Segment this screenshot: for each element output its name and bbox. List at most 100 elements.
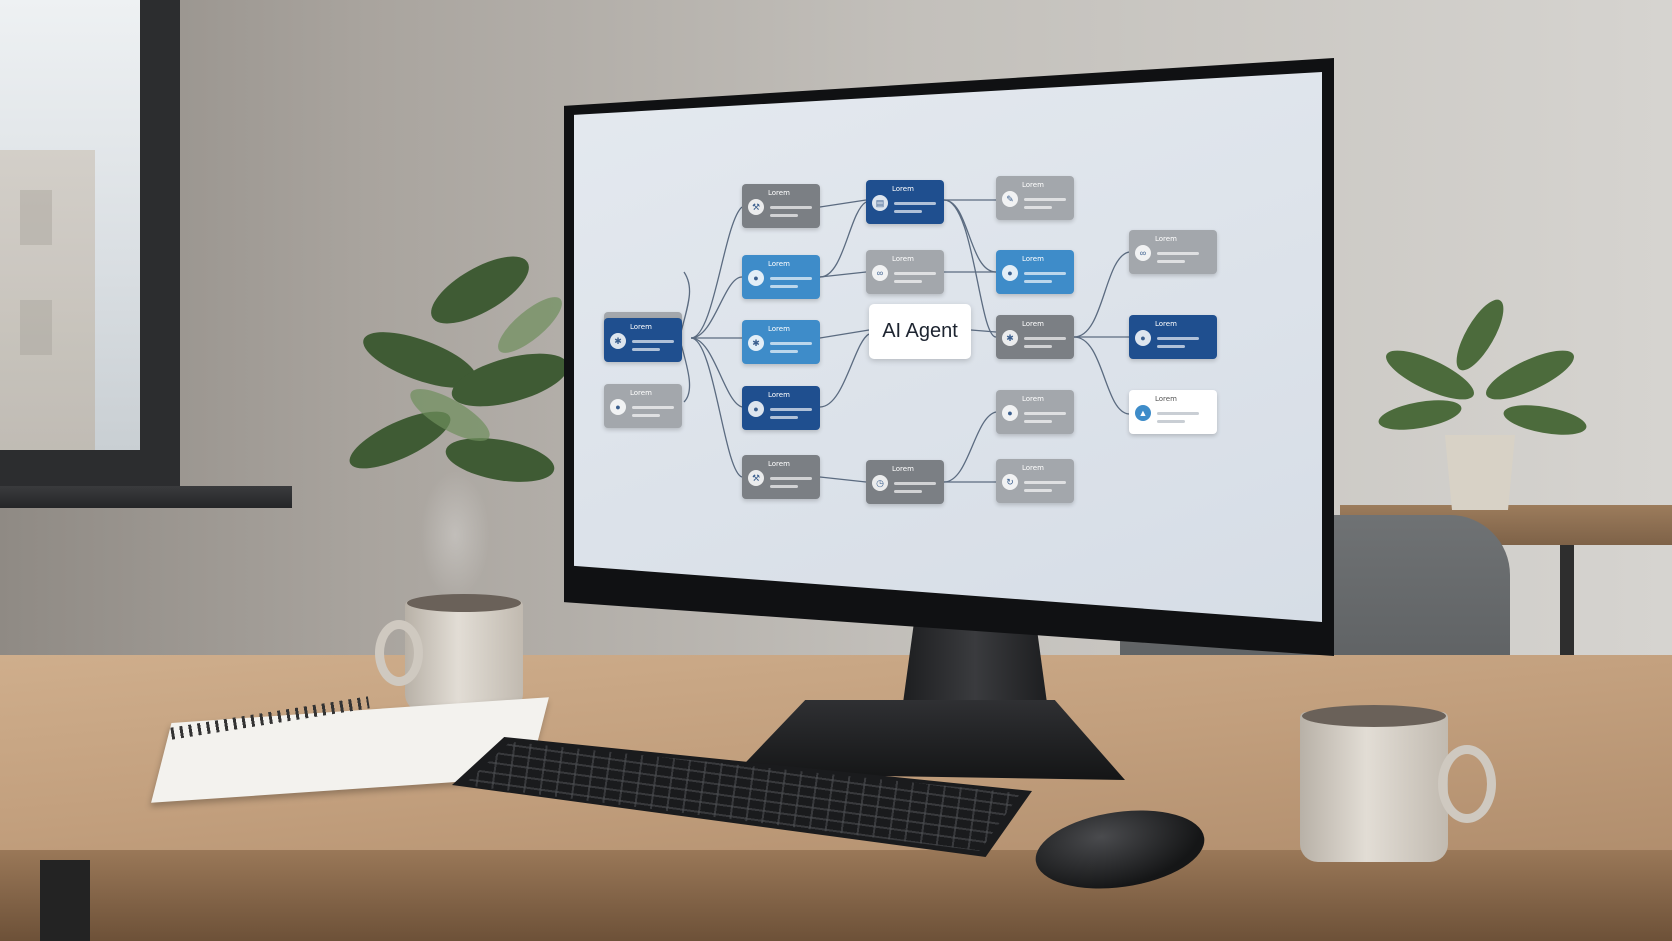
node-text-line <box>1024 345 1052 348</box>
coffee-mug-right <box>1300 712 1448 862</box>
workflow-node[interactable]: ✱ Lorem <box>604 318 682 362</box>
gear-icon: ✱ <box>748 335 764 351</box>
node-text-line <box>1157 412 1199 415</box>
mug-handle <box>375 620 423 686</box>
node-title: Lorem <box>1022 255 1044 263</box>
node-text-line <box>1157 260 1185 263</box>
user-icon: ● <box>1002 265 1018 281</box>
node-text-line <box>632 340 674 343</box>
steam <box>420 470 490 600</box>
plant-left <box>349 256 569 482</box>
monitor-screen: ● Lorem ✱ Lorem ● Lorem ⚒ Lorem ● Lorem <box>574 72 1322 622</box>
node-text-line <box>632 406 674 409</box>
workflow-node[interactable]: ⚒ Lorem <box>742 455 820 499</box>
tool-icon: ⚒ <box>748 470 764 486</box>
node-text-line <box>1024 412 1066 415</box>
link-icon: ∞ <box>1135 245 1151 261</box>
desk-leg <box>40 860 90 941</box>
node-text-line <box>770 416 798 419</box>
node-text-line <box>1024 489 1052 492</box>
node-text-line <box>1024 337 1066 340</box>
user-icon: ● <box>610 399 626 415</box>
node-text-line <box>632 414 660 417</box>
node-text-line <box>1157 252 1199 255</box>
workflow-node[interactable]: ● Lorem <box>742 255 820 299</box>
node-text-line <box>1024 198 1066 201</box>
node-title: Lorem <box>768 460 790 468</box>
mug-rim <box>407 594 521 612</box>
node-text-line <box>770 408 812 411</box>
doc-icon: ▤ <box>872 195 888 211</box>
gear-icon: ✱ <box>610 333 626 349</box>
node-text-line <box>1024 280 1052 283</box>
gear-icon: ✱ <box>1002 330 1018 346</box>
node-text-line <box>770 285 798 288</box>
node-text-line <box>894 280 922 283</box>
node-text-line <box>770 485 798 488</box>
building-window <box>20 300 52 355</box>
node-text-line <box>770 342 812 345</box>
workflow-node[interactable]: ✱ Lorem <box>742 320 820 364</box>
workflow-node[interactable]: ◷ Lorem <box>866 460 944 504</box>
workflow-node[interactable]: ▤ Lorem <box>866 180 944 224</box>
flow-connectors <box>680 199 1130 483</box>
node-text-line <box>894 272 936 275</box>
plant-right <box>1378 299 1587 510</box>
workflow-node[interactable]: ⚒ Lorem <box>742 184 820 228</box>
node-title: Lorem <box>892 185 914 193</box>
refresh-icon: ↻ <box>1002 474 1018 490</box>
workflow-node[interactable]: ● Lorem <box>742 386 820 430</box>
building-window <box>20 190 52 245</box>
workflow-node[interactable]: ↻ Lorem <box>996 459 1074 503</box>
node-text-line <box>770 206 812 209</box>
user-icon: ● <box>1002 405 1018 421</box>
user-icon: ● <box>1135 330 1151 346</box>
node-text-line <box>1024 206 1052 209</box>
link-icon: ∞ <box>872 265 888 281</box>
workflow-node[interactable]: ✱ Lorem <box>996 315 1074 359</box>
node-title: Lorem <box>630 323 652 331</box>
user-icon: ● <box>748 401 764 417</box>
coffee-mug-left <box>405 600 523 712</box>
window <box>0 0 180 490</box>
window-sill <box>0 486 292 508</box>
ai-agent-node[interactable]: AI Agent <box>869 304 971 359</box>
node-text-line <box>1024 420 1052 423</box>
node-text-line <box>632 348 660 351</box>
node-title: Lorem <box>1155 395 1177 403</box>
edit-icon: ✎ <box>1002 191 1018 207</box>
workflow-node[interactable]: ● Lorem <box>604 384 682 428</box>
node-text-line <box>1024 272 1066 275</box>
user-icon: ● <box>748 270 764 286</box>
node-text-line <box>894 210 922 213</box>
workflow-node[interactable]: ● Lorem <box>996 390 1074 434</box>
outside-building <box>0 150 95 450</box>
node-text-line <box>894 482 936 485</box>
desk-edge <box>0 850 1672 941</box>
workflow-node[interactable]: ● Lorem <box>996 250 1074 294</box>
node-text-line <box>770 350 798 353</box>
node-title: Lorem <box>892 465 914 473</box>
node-title: Lorem <box>1155 235 1177 243</box>
clock-icon: ◷ <box>872 475 888 491</box>
node-title: Lorem <box>768 189 790 197</box>
node-title: Lorem <box>1022 464 1044 472</box>
node-text-line <box>770 277 812 280</box>
workflow-node[interactable]: ▲ Lorem <box>1129 390 1217 434</box>
node-title: Lorem <box>1022 181 1044 189</box>
monitor-base <box>735 700 1125 780</box>
workflow-node[interactable]: ● Lorem <box>1129 315 1217 359</box>
node-text-line <box>1157 420 1185 423</box>
workflow-node[interactable]: ∞ Lorem <box>1129 230 1217 274</box>
node-title: Lorem <box>892 255 914 263</box>
window-glass <box>0 0 140 450</box>
mug-rim <box>1302 705 1446 727</box>
workflow-node[interactable]: ∞ Lorem <box>866 250 944 294</box>
node-title: Lorem <box>630 389 652 397</box>
node-title: Lorem <box>1022 320 1044 328</box>
node-text-line <box>894 490 922 493</box>
node-title: Lorem <box>768 325 790 333</box>
workflow-node[interactable]: ✎ Lorem <box>996 176 1074 220</box>
node-text-line <box>1024 481 1066 484</box>
